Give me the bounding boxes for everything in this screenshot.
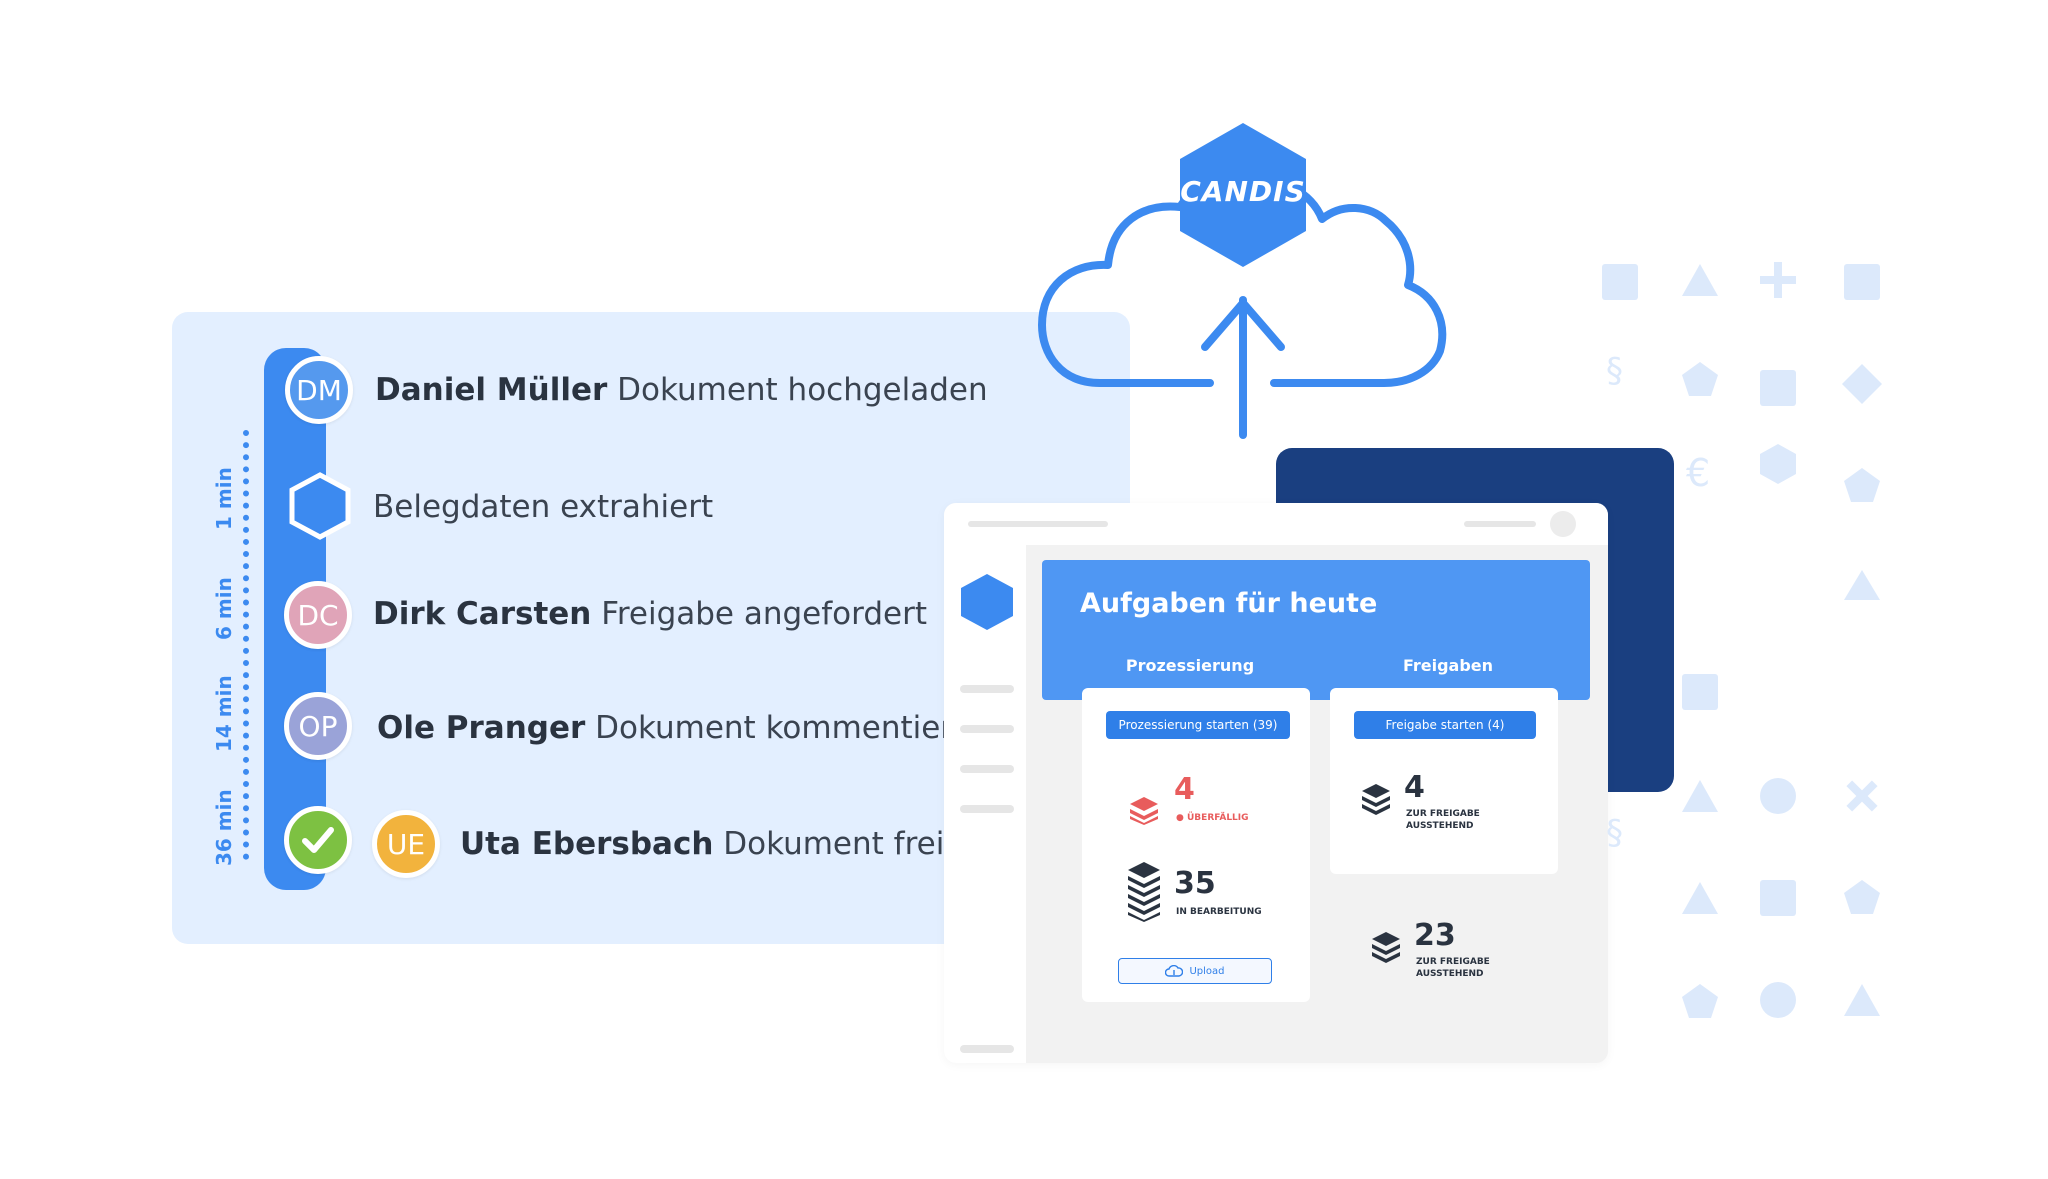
event-user-name: Daniel Müller (375, 372, 608, 408)
approvals-heading: Freigaben (1402, 656, 1494, 675)
timeline-event: Ole Pranger Dokument kommentiert (377, 710, 965, 746)
start-approval-button[interactable]: Freigabe starten (4) (1354, 711, 1536, 739)
event-action: Freigabe angefordert (601, 596, 927, 632)
user-avatar-placeholder[interactable] (1550, 511, 1576, 537)
decorative-shapes: § € § (1602, 262, 1882, 1018)
timeline-dotted-line (243, 430, 255, 860)
avatar-initials: DM (296, 373, 342, 407)
window-topbar (944, 503, 1608, 545)
event-action: Belegdaten extrahiert (373, 489, 714, 525)
sidebar-item[interactable] (960, 805, 1014, 813)
timeline-event: Daniel Müller Dokument hochgeladen (375, 372, 988, 408)
event-action: Dokument hochgeladen (617, 372, 988, 408)
avatar: UE (372, 810, 440, 878)
overdue-count: 4 (1174, 772, 1195, 807)
sidebar-item[interactable] (960, 725, 1014, 733)
upload-label: Upload (1189, 965, 1225, 977)
candis-logo-hexagon (1180, 123, 1306, 267)
pending-approval-count: 4 (1404, 770, 1425, 805)
processing-card (1082, 688, 1310, 1002)
tasks-header: Aufgaben für heute Prozessierung Freigab… (1042, 560, 1590, 700)
inprogress-count: 35 (1174, 866, 1216, 901)
candis-logo-icon[interactable] (958, 572, 1016, 632)
interval-label: 1 min (212, 467, 236, 530)
event-user-name: Ole Pranger (377, 710, 586, 746)
check-icon (284, 806, 352, 874)
sidebar (944, 545, 1026, 1063)
document-stack-icon (1372, 932, 1400, 963)
candis-hexagon-icon (289, 472, 351, 540)
avatar: OP (284, 692, 352, 760)
start-processing-button[interactable]: Prozessierung starten (39) (1106, 711, 1290, 739)
upload-button[interactable]: Upload (1118, 958, 1272, 984)
cloud-upload-icon (1165, 965, 1184, 977)
svg-text:€: € (1686, 451, 1710, 495)
document-stack-icon (1362, 784, 1390, 815)
topbar-placeholder (1464, 521, 1536, 527)
timeline-event: Belegdaten extrahiert (373, 489, 713, 525)
event-action: Dokument freige (723, 826, 944, 862)
sidebar-item[interactable] (960, 685, 1014, 693)
timeline-event: Uta Ebersbach Dokument freige (460, 826, 944, 862)
sidebar-item[interactable] (960, 1045, 1014, 1053)
candis-logo-text: CANDIS (1180, 175, 1306, 208)
avatar-initials: DC (297, 598, 339, 632)
stack-overdue-icon (1130, 797, 1158, 825)
avatar-initials: OP (298, 709, 338, 743)
other-approval-count: 23 (1414, 918, 1456, 953)
avatar: DC (284, 581, 352, 649)
event-action: Dokument kommentiert (595, 710, 966, 746)
svg-text:§: § (1606, 813, 1623, 853)
document-stack-icon (1128, 862, 1160, 922)
topbar-placeholder (968, 521, 1108, 527)
tasks-title: Aufgaben für heute (1080, 588, 1378, 619)
event-user-name: Uta Ebersbach (460, 826, 714, 862)
svg-text:§: § (1606, 351, 1623, 391)
avatar-initials: UE (386, 827, 426, 861)
processing-heading: Prozessierung (1125, 656, 1255, 675)
sidebar-item[interactable] (960, 765, 1014, 773)
interval-label: 6 min (212, 577, 236, 640)
inprogress-label: IN BEARBEITUNG (1176, 907, 1262, 917)
avatar: DM (285, 356, 353, 424)
overdue-label: ● ÜBERFÄLLIG (1176, 813, 1249, 823)
interval-label: 36 min (212, 789, 236, 866)
event-user-name: Dirk Carsten (373, 596, 592, 632)
timeline-event: Dirk Carsten Freigabe angefordert (373, 596, 927, 632)
interval-label: 14 min (212, 675, 236, 752)
